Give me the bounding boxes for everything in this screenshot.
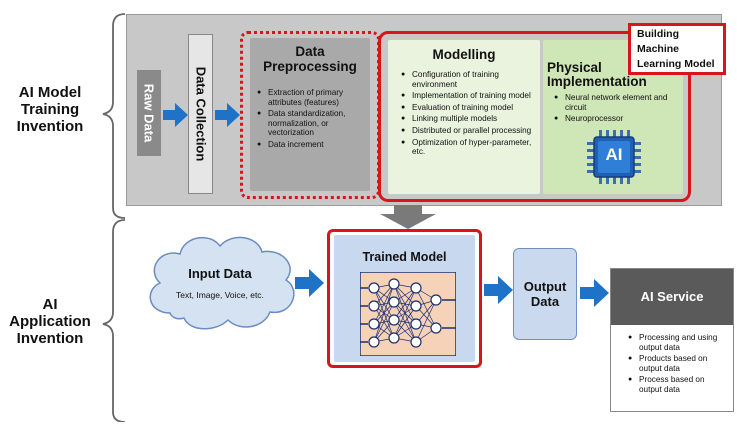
application-invention-label: AI Application Invention xyxy=(9,296,91,347)
modelling-item: Evaluation of training model xyxy=(401,103,536,113)
preprocessing-item: Extraction of primary attributes (featur… xyxy=(257,88,366,107)
raw-data-box: Raw Data xyxy=(137,70,161,156)
modelling-list: Configuration of training environment Im… xyxy=(400,70,536,157)
raw-data-label: Raw Data xyxy=(141,83,157,143)
ai-service-box: AI Service Processing and using output d… xyxy=(610,268,734,412)
modelling-item: Configuration of training environment xyxy=(401,70,536,89)
arrow-trained-to-output xyxy=(484,276,513,304)
preprocessing-list: Extraction of primary attributes (featur… xyxy=(256,88,366,150)
ai-service-list: Processing and using output data Product… xyxy=(625,333,729,395)
modelling-item: Linking multiple models xyxy=(401,114,536,124)
physical-item: Neural network element and circuit xyxy=(554,93,679,112)
brace-lines xyxy=(102,13,126,422)
physical-title: Physical Implementation xyxy=(547,60,647,89)
modelling-item: Optimization of hyper-parameter, etc. xyxy=(401,138,536,157)
trained-model-title: Trained Model xyxy=(362,250,447,264)
modelling-item: Implementation of training model xyxy=(401,91,536,101)
preprocessing-item: Data standardization, normalization, or … xyxy=(257,109,366,138)
physical-list: Neural network element and circuit Neuro… xyxy=(553,93,679,124)
model-outline xyxy=(378,31,691,202)
modelling-box: Modelling Configuration of training envi… xyxy=(388,40,540,194)
arrow-raw-to-collection xyxy=(163,103,188,127)
input-data-cloud xyxy=(149,236,295,330)
preprocessing-title: Data Preprocessing xyxy=(263,44,357,74)
data-collection-box: Data Collection xyxy=(188,34,213,194)
ai-chip-icon xyxy=(587,130,641,184)
data-collection-label: Data Collection xyxy=(193,66,208,162)
output-data-title: Output Data xyxy=(523,279,567,309)
physical-item: Neuroprocessor xyxy=(554,114,679,124)
arrow-input-to-trained xyxy=(295,269,324,297)
training-invention-label: AI Model Training Invention xyxy=(16,84,84,135)
input-data-subtitle: Text, Image, Voice, etc. xyxy=(176,290,264,300)
output-data-box: Output Data xyxy=(513,248,577,340)
arrow-collection-to-preprocessing xyxy=(215,103,240,127)
ai-service-item: Process based on output data xyxy=(628,375,729,394)
arrow-output-to-service xyxy=(580,279,609,307)
arrow-down-to-trained xyxy=(380,205,436,229)
modelling-title: Modelling xyxy=(432,47,496,62)
ai-service-item: Processing and using output data xyxy=(628,333,729,352)
building-ml-label: Building Machine Learning Model xyxy=(628,23,726,75)
ai-service-item: Products based on output data xyxy=(628,354,729,373)
modelling-item: Distributed or parallel processing xyxy=(401,126,536,136)
preprocessing-item: Data increment xyxy=(257,140,366,150)
input-data-title: Input Data xyxy=(188,266,252,281)
ai-chip-label: AI xyxy=(605,145,623,164)
preprocessing-box: Data Preprocessing Extraction of primary… xyxy=(250,38,370,191)
ai-service-title: AI Service xyxy=(611,269,733,325)
neural-network-icon xyxy=(360,272,456,356)
